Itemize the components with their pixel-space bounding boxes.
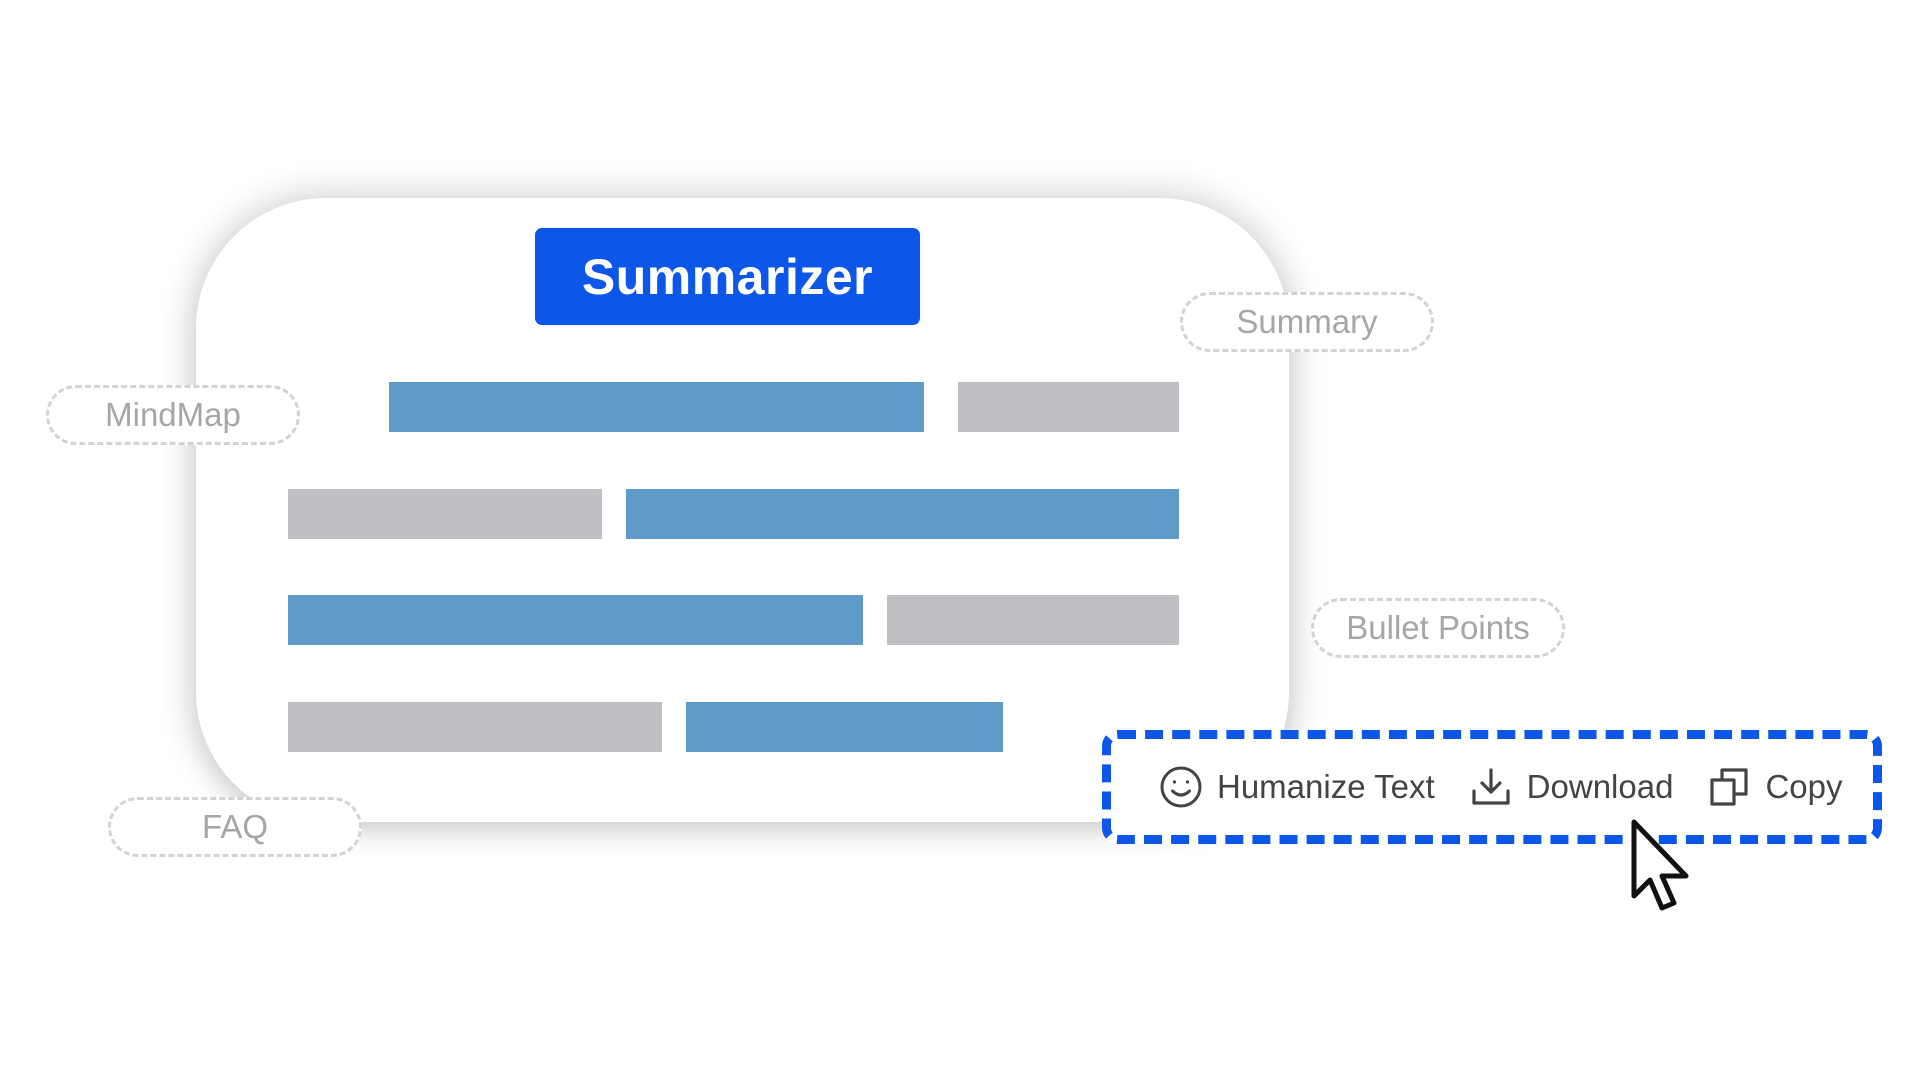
text-line-placeholder (288, 702, 662, 752)
text-line-placeholder (288, 489, 602, 539)
humanize-text-label: Humanize Text (1217, 768, 1435, 805)
mode-pill-label: FAQ (201, 808, 269, 845)
action-toolbar: Humanize Text Download Copy (1102, 730, 1882, 844)
mode-pill-faq[interactable]: FAQ (108, 797, 362, 857)
text-line-placeholder (887, 595, 1179, 645)
mouse-pointer-icon (1631, 819, 1689, 911)
text-line-placeholder (958, 382, 1179, 432)
copy-label: Copy (1765, 768, 1843, 805)
download-button[interactable]: Download (1469, 765, 1674, 809)
summarizer-title-label: Summarizer (581, 248, 874, 305)
download-icon (1469, 765, 1513, 809)
mode-pill-label: Bullet Points (1346, 609, 1530, 646)
copy-button[interactable]: Copy (1707, 765, 1842, 809)
mode-pill-label: MindMap (105, 396, 241, 433)
text-line-placeholder (686, 702, 1003, 752)
mode-pill-summary[interactable]: Summary (1180, 292, 1434, 352)
text-line-placeholder (288, 595, 863, 645)
smiley-face-icon (1159, 765, 1203, 809)
mode-pill-mindmap[interactable]: MindMap (46, 385, 300, 445)
humanize-text-button[interactable]: Humanize Text (1159, 765, 1435, 809)
text-line-placeholder (626, 489, 1179, 539)
mode-pill-bullet-points[interactable]: Bullet Points (1311, 598, 1565, 658)
text-line-placeholder (389, 382, 924, 432)
mode-pill-label: Summary (1236, 303, 1378, 340)
copy-icon (1707, 765, 1751, 809)
download-label: Download (1526, 768, 1674, 805)
summarizer-title-button[interactable]: Summarizer (535, 228, 920, 325)
